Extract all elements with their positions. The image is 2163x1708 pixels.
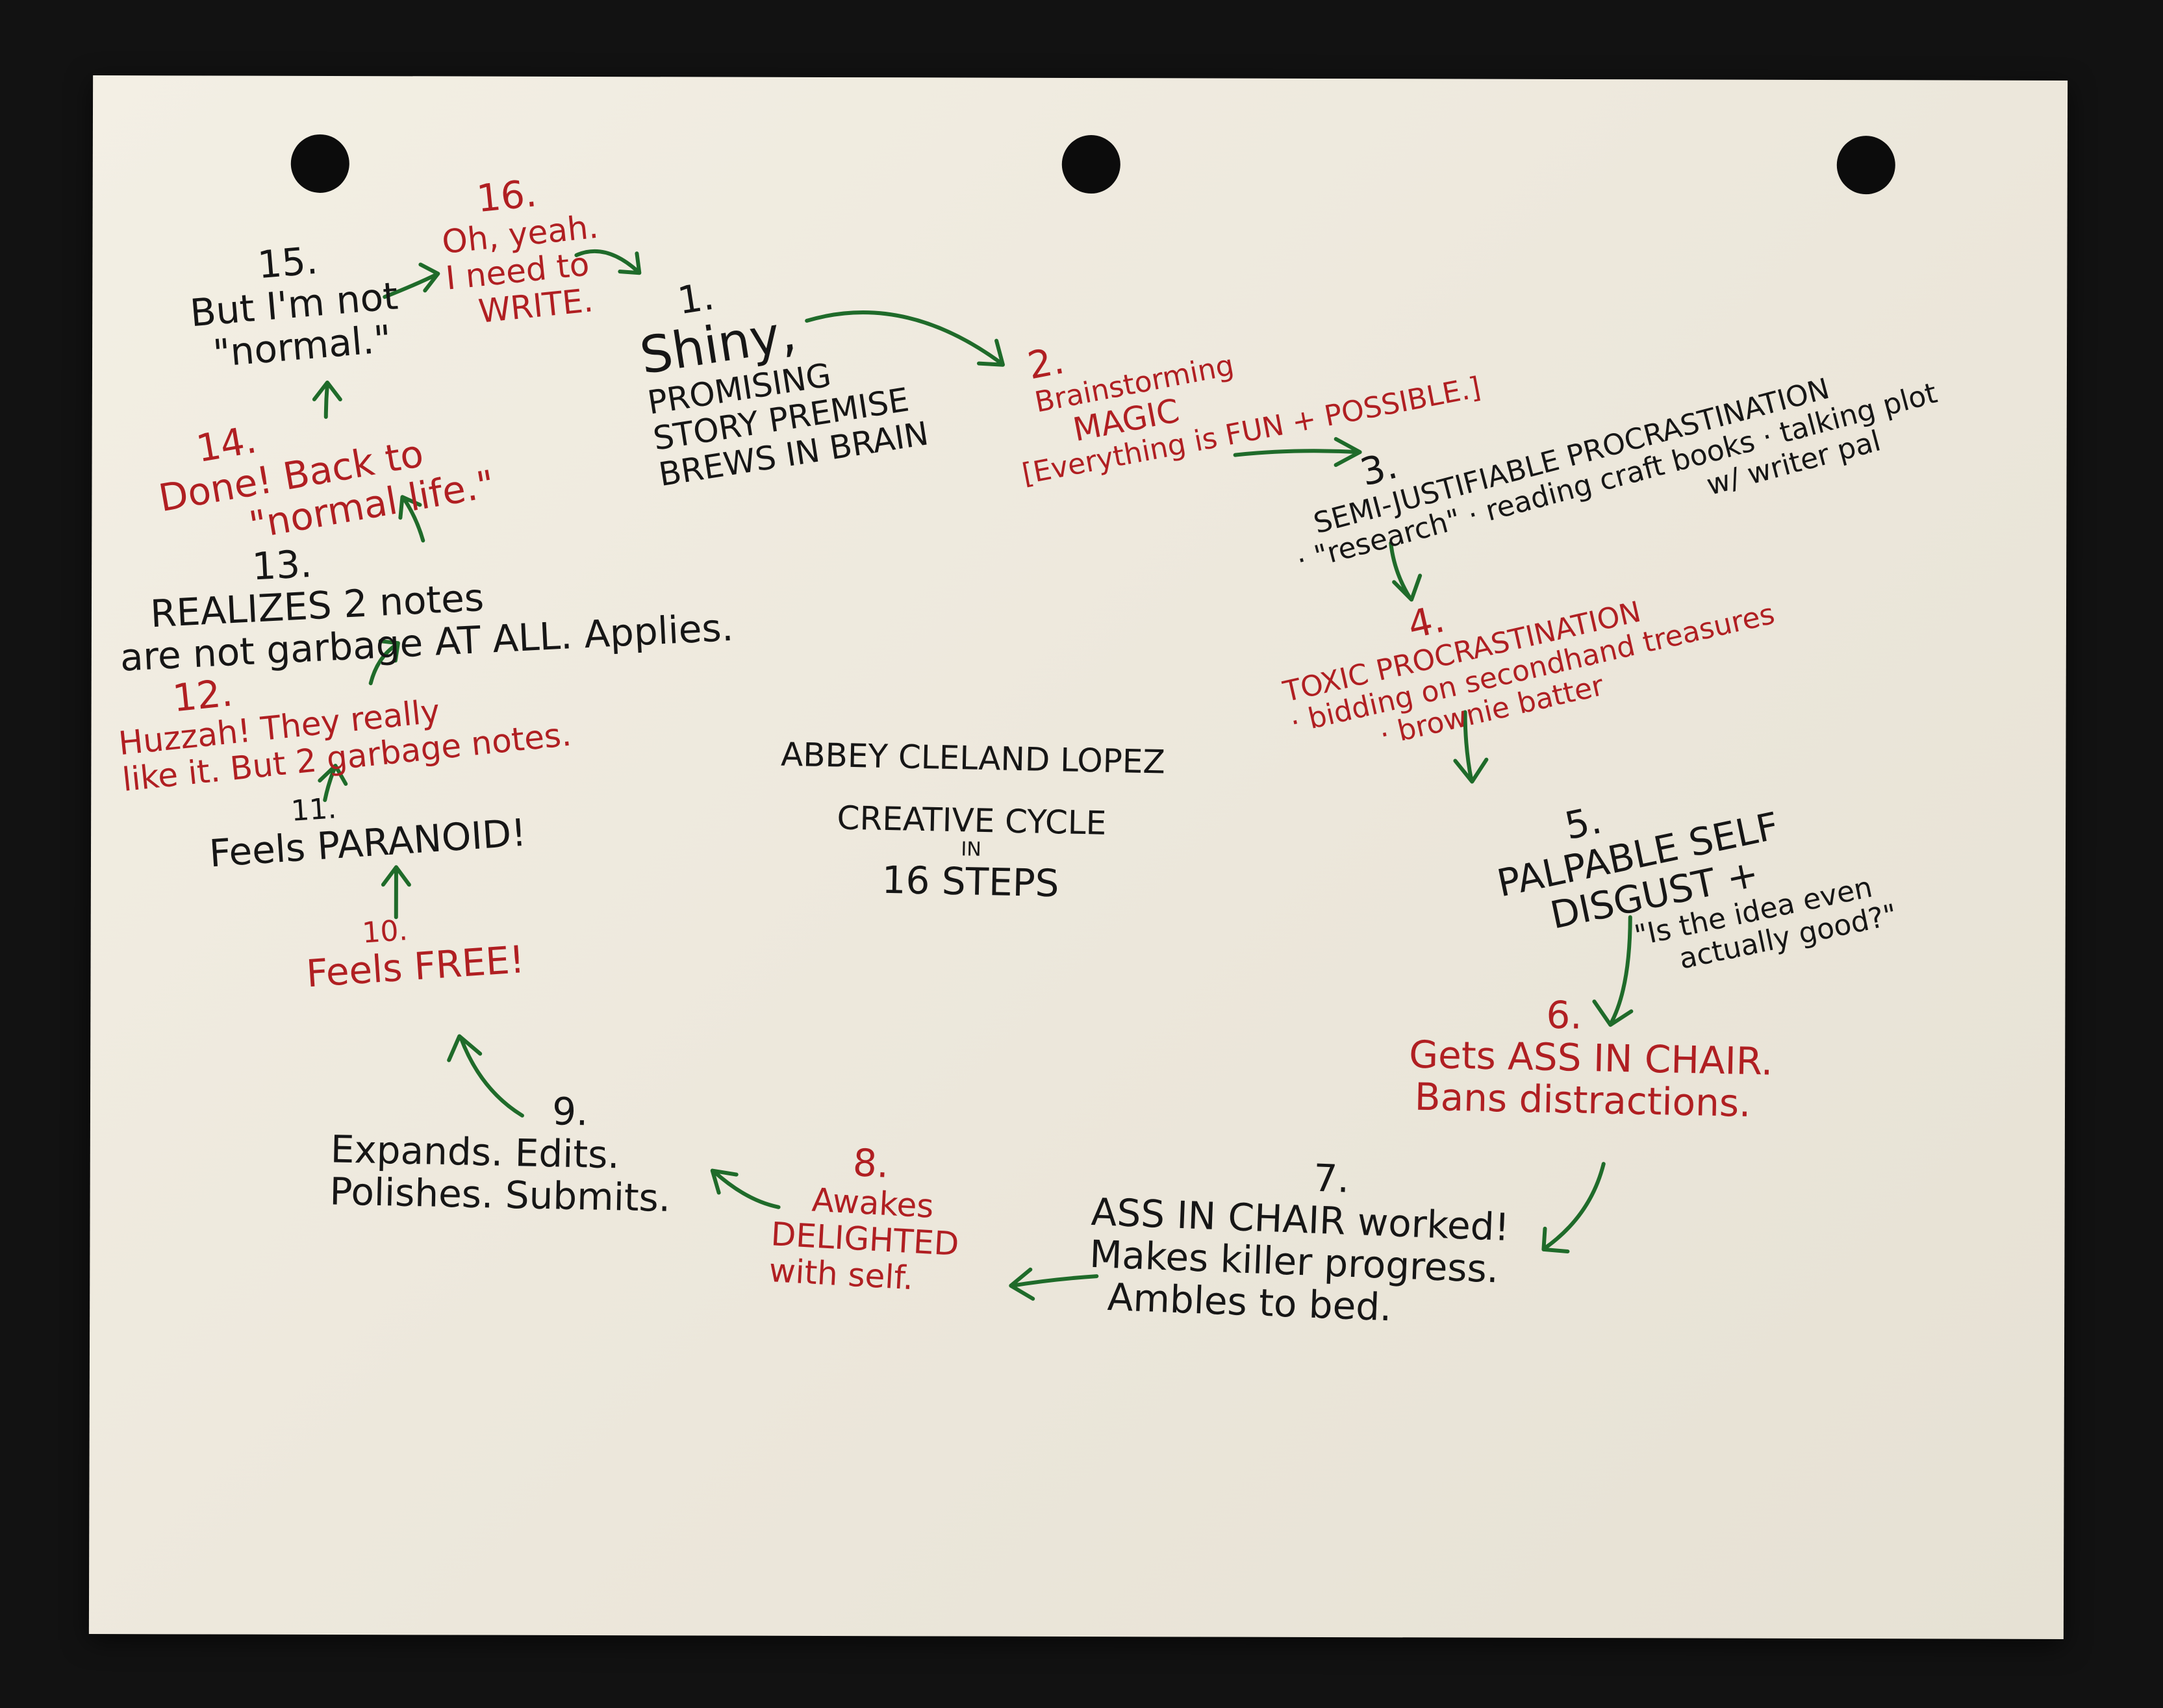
arrow-12-to-13 bbox=[368, 639, 400, 686]
arrow-13-to-14 bbox=[398, 495, 425, 543]
step-7: 7. ASS IN CHAIR worked! Makes killer pro… bbox=[1087, 1149, 1512, 1333]
title-line-3: 16 STEPS bbox=[881, 857, 1060, 905]
step-6-number: 6. bbox=[1545, 992, 1583, 1038]
notebook-paper: 15. But I'm not "normal." 16. Oh, yeah. … bbox=[88, 75, 2068, 1639]
arrow-6-to-7 bbox=[1541, 1162, 1606, 1253]
cycle-arrows bbox=[312, 249, 1634, 1301]
author-name: ABBEY CLELAND LOPEZ bbox=[780, 735, 1166, 781]
arrow-15-to-16 bbox=[383, 262, 440, 299]
arrow-8-to-9 bbox=[710, 1168, 781, 1209]
step-10: 10. Feels FREE! bbox=[303, 907, 525, 996]
step-16: 16. Oh, yeah. I need to WRITE. bbox=[436, 166, 607, 333]
arrow-5-to-6 bbox=[1592, 915, 1634, 1027]
arrow-7-to-8 bbox=[1009, 1267, 1099, 1301]
arrow-10-to-11 bbox=[381, 865, 411, 920]
arrow-11-to-12 bbox=[318, 764, 348, 802]
step-6-line-2: Bans distractions. bbox=[1414, 1074, 1752, 1125]
arrow-3-to-4 bbox=[1389, 541, 1423, 602]
arrow-16-to-1 bbox=[574, 249, 642, 275]
step-9-number: 9. bbox=[551, 1089, 589, 1135]
arrow-4-to-5 bbox=[1453, 710, 1489, 784]
step-8-number: 8. bbox=[852, 1140, 891, 1187]
step-15: 15. But I'm not "normal." bbox=[185, 233, 403, 377]
step-1: 1. Shiny, PROMISING STORY PREMISE BREWS … bbox=[630, 245, 931, 494]
step-8: 8. Awakes DELIGHTED with self. bbox=[768, 1137, 964, 1299]
arrow-2-to-3 bbox=[1233, 437, 1362, 468]
arrow-1-to-2 bbox=[805, 310, 1005, 367]
title-line-1: CREATIVE CYCLE bbox=[837, 799, 1107, 842]
arrow-9-to-10 bbox=[447, 1034, 524, 1118]
step-6: 6. Gets ASS IN CHAIR. Bans distractions. bbox=[1408, 991, 1774, 1125]
center-title: ABBEY CLELAND LOPEZ CREATIVE CYCLE IN 16… bbox=[778, 736, 1166, 907]
arrow-14-to-15 bbox=[312, 380, 342, 419]
step-9-line-2: Polishes. Submits. bbox=[329, 1169, 671, 1220]
step-9: 9. Expands. Edits. Polishes. Submits. bbox=[329, 1086, 673, 1220]
